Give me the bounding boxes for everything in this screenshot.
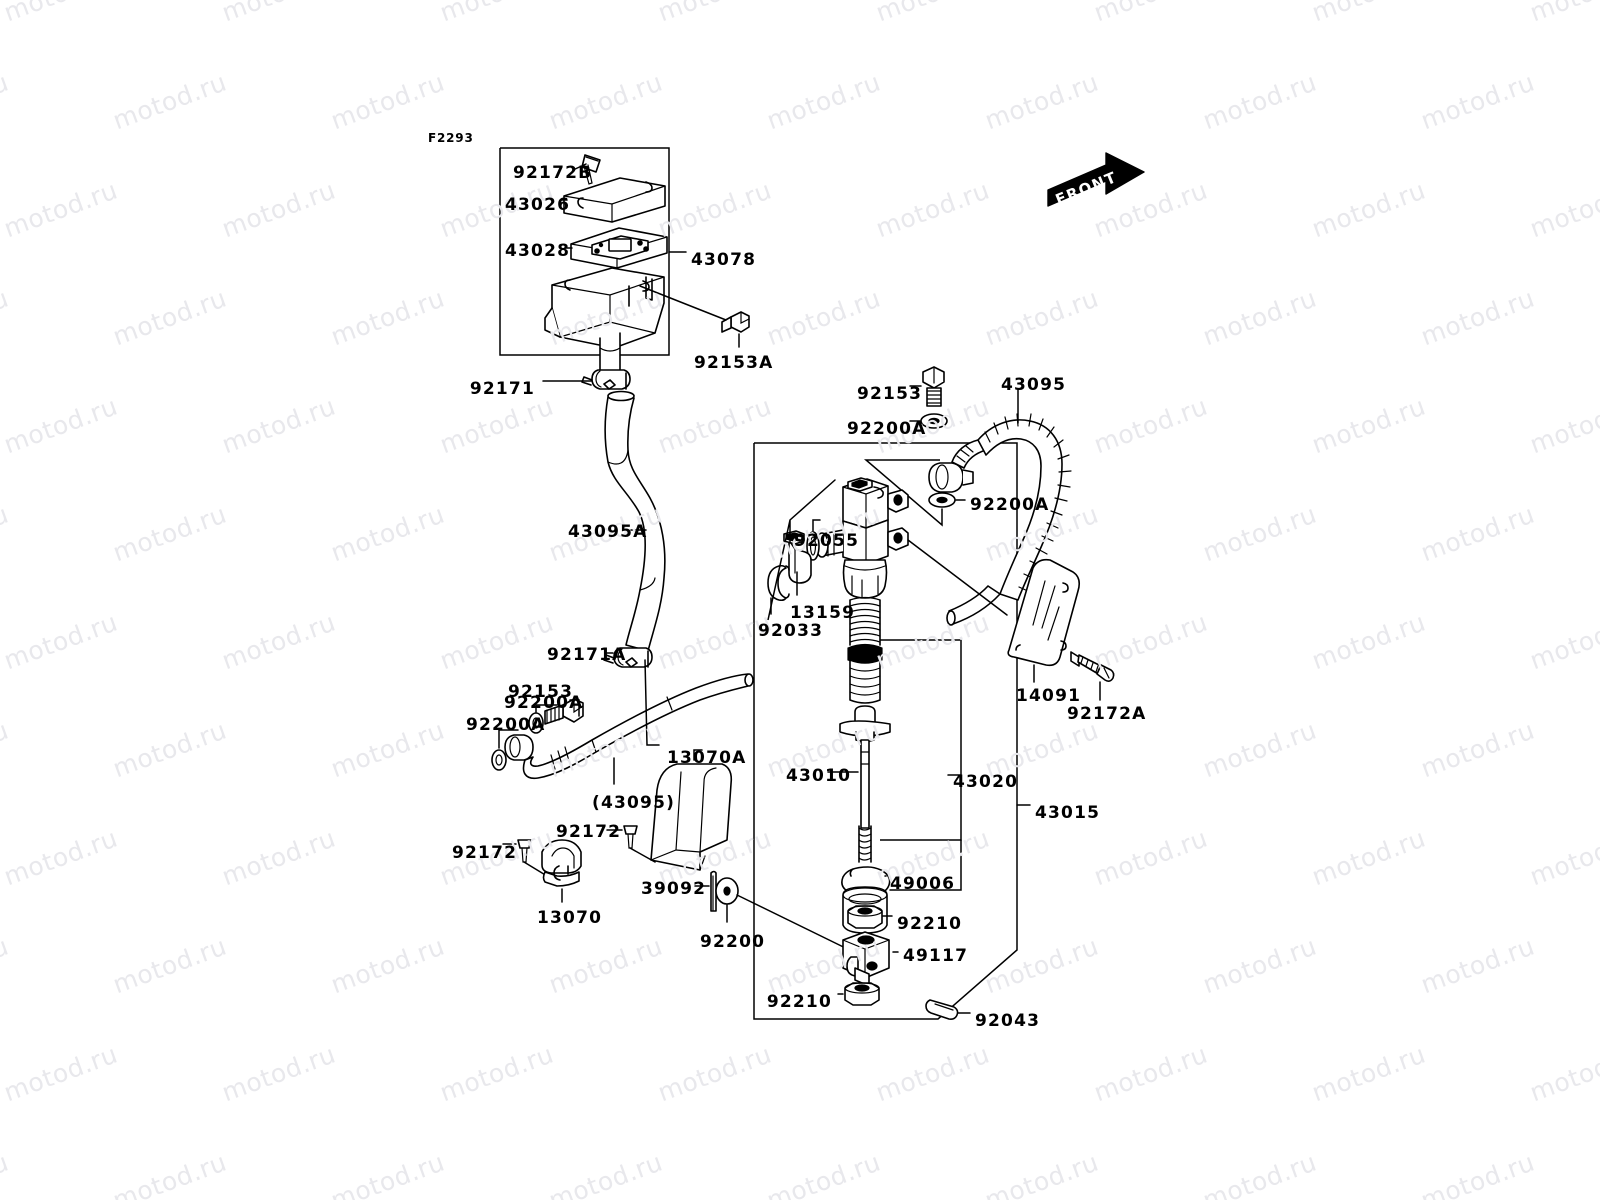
front-direction-indicator: FRONT: [1040, 150, 1150, 225]
part-43020-piston-assembly: [839, 596, 891, 743]
part-43028-diaphragm: [570, 227, 668, 269]
part-label-92210: 92210: [897, 914, 963, 934]
part-92055-o-ring: [806, 531, 820, 561]
part-label-92171: 92171: [469, 379, 535, 399]
part-label-92200A: 92200A: [504, 693, 584, 713]
part-label-92200A: 92200A: [847, 419, 927, 439]
part-label-92171A: 92171A: [547, 645, 627, 665]
leader-13070A: [693, 749, 703, 761]
part-14091-heel-guard: [1007, 558, 1080, 667]
part-label-49006: 49006: [890, 874, 956, 894]
part-13070-hose-clamp: [541, 839, 582, 887]
part-label-92043: 92043: [975, 1011, 1041, 1031]
part-92172B-screw: [581, 154, 601, 185]
leader-14091-target: [907, 539, 1008, 616]
part-39092-cotter-pin: [710, 870, 717, 912]
part-label-43026: 43026: [505, 195, 571, 215]
part-label-92210: 92210: [766, 992, 832, 1012]
part-label-92055: 92055: [794, 531, 860, 551]
part-label-43078: 43078: [691, 250, 757, 270]
leader-92033-caret: [767, 479, 836, 621]
part-label-43015: 43015: [1035, 803, 1101, 823]
part-label-92172: 92172: [556, 822, 622, 842]
reservoir-group-box: [499, 147, 670, 356]
part-92210-nut-lower: [844, 982, 880, 1006]
part-49117-clevis: [842, 931, 890, 987]
part-92171A-hose-clamp: [603, 647, 653, 668]
assembly-43020-boundary: [880, 639, 962, 841]
part-label-13070: 13070: [537, 908, 603, 928]
part-43026-reservoir-cap: [563, 177, 666, 223]
part-92200A-top-washer: [920, 413, 948, 429]
leader-92200A-caret: [863, 459, 943, 527]
part-label-92200A: 92200A: [466, 715, 546, 735]
part-label-13159: 13159: [790, 603, 856, 623]
leader-92055: [812, 519, 821, 533]
part-label-92200A: 92200A: [970, 495, 1050, 515]
part-label-92172A: 92172A: [1067, 704, 1147, 724]
part-92200A-right-washer: [928, 492, 956, 508]
part-label-43095A: 43095A: [568, 522, 648, 542]
part-43095-brake-hose-lower: [491, 673, 754, 780]
part-92033-snap-ring: [767, 564, 790, 602]
part-43078-reservoir-body: [544, 267, 665, 384]
part-92210-nut-upper: [847, 905, 883, 929]
part-label-13070A: 13070A: [667, 748, 747, 768]
part-label-92033: 92033: [758, 621, 824, 641]
part-label-43095: 43095: [1001, 375, 1067, 395]
part-92153A-bolt: [721, 311, 750, 333]
part-label-14091: 14091: [1016, 686, 1082, 706]
part-label-39092: 39092: [641, 879, 707, 899]
leader-92172-b2: [523, 861, 548, 877]
part-label-49117: 49117: [903, 946, 969, 966]
part-13070A-hose-guard: [650, 763, 733, 871]
part-92200-washer: [715, 877, 739, 905]
part-label-F2293: F2293: [428, 131, 474, 145]
part-label-43010: 43010: [786, 766, 852, 786]
leader-92200A-1: [535, 704, 558, 713]
part-43015-master-cylinder-body: [815, 477, 909, 599]
part-label-92172: 92172: [452, 843, 518, 863]
part-label-92153: 92153: [857, 384, 923, 404]
part-label-43028: 43028: [505, 241, 571, 261]
leader-13070A-target: [644, 659, 660, 746]
leader-92172-a2: [629, 847, 656, 863]
part-label-43020: 43020: [953, 772, 1019, 792]
part-13159-union: [783, 530, 812, 584]
part-92043-pin: [925, 999, 959, 1020]
part-label-92153A: 92153A: [694, 353, 774, 373]
part-43010-push-rod: [858, 739, 872, 863]
part-label-92172B: 92172B: [513, 163, 593, 183]
part-92153-top-bolt: [922, 366, 945, 407]
part-label-92200: 92200: [700, 932, 766, 952]
leader-49006-b: [889, 839, 962, 891]
leader-92200A-2: [498, 729, 519, 749]
part-92171-hose-clamp: [581, 369, 631, 390]
part-label-92153: 92153: [508, 682, 574, 702]
leader-92153-banjo: [569, 699, 580, 717]
leader-92153A-a: [639, 285, 727, 321]
part-label-43095: (43095): [592, 793, 676, 813]
leader-92172B: [572, 163, 587, 171]
part-92172A-screw: [1070, 651, 1115, 682]
